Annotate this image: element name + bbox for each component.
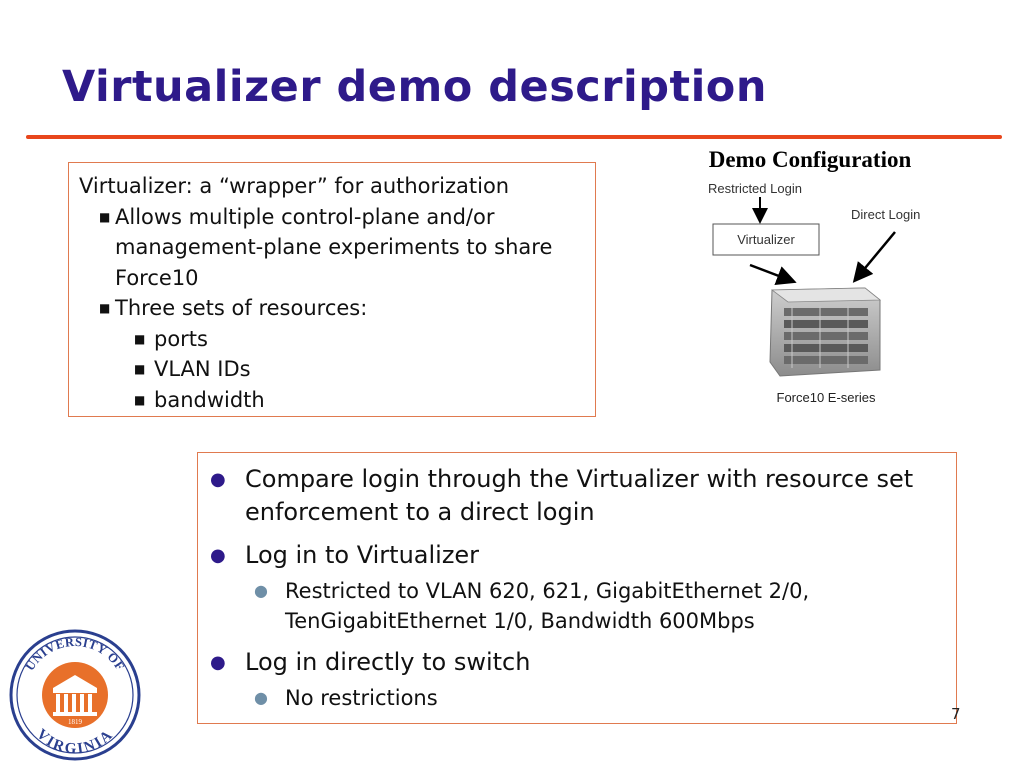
slide-title: Virtualizer demo description — [62, 62, 767, 112]
title-divider — [26, 135, 1002, 139]
square-bullet-icon: ■ — [134, 331, 146, 346]
virtualizer-label: Virtualizer — [737, 232, 795, 247]
resource-bullet: ■Three sets of resources: — [99, 293, 585, 324]
bullet-icon: ● — [210, 469, 226, 490]
restricted-login-label: Restricted Login — [708, 181, 802, 196]
step-bullet: ●Log in to Virtualizer — [208, 539, 946, 572]
resource-sub-bullet: ■VLAN IDs — [134, 354, 585, 385]
bullet-icon: ● — [254, 688, 268, 707]
square-bullet-icon: ■ — [134, 392, 146, 407]
university-seal-logo: 1819 UNIVERSITY OF VIRGINIA — [9, 629, 141, 761]
direct-login-label: Direct Login — [851, 207, 920, 222]
resource-sub-bullet: ■bandwidth — [134, 385, 585, 416]
direct-login-arrow — [852, 231, 896, 283]
bullet-icon: ● — [254, 581, 268, 600]
bullet-icon: ● — [210, 545, 226, 566]
resource-bullet: ■Allows multiple control-plane and/or ma… — [99, 202, 585, 294]
virtualizer-to-switch-arrow — [749, 263, 797, 286]
resource-box-heading: Virtualizer: a “wrapper” for authorizati… — [79, 174, 510, 198]
page-number: 7 — [951, 705, 961, 723]
step-bullet: ●Log in directly to switch — [208, 646, 946, 679]
square-bullet-icon: ■ — [99, 301, 111, 315]
switch-caption: Force10 E-series — [777, 390, 876, 405]
step-bullet: ●Compare login through the Virtualizer w… — [210, 465, 914, 526]
square-bullet-icon: ■ — [99, 209, 111, 224]
step-sub-bullet: ●Restricted to VLAN 620, 621, GigabitEth… — [208, 576, 946, 636]
square-bullet-icon: ■ — [134, 362, 146, 376]
resource-box: Virtualizer: a “wrapper” for authorizati… — [68, 162, 596, 417]
bullet-icon: ● — [210, 652, 226, 673]
virtualizer-box — [712, 223, 820, 256]
svg-text:1819: 1819 — [68, 718, 83, 726]
steps-box: ●Compare login through the Virtualizer w… — [197, 452, 957, 724]
diagram-title: Demo Configuration — [709, 147, 912, 172]
force10-switch-image — [769, 287, 882, 377]
step-sub-bullet: ●No restrictions — [208, 683, 946, 713]
resource-sub-bullet: ■ports — [134, 324, 585, 355]
demo-configuration-diagram: Demo Configuration Restricted Login Dire… — [708, 147, 920, 405]
